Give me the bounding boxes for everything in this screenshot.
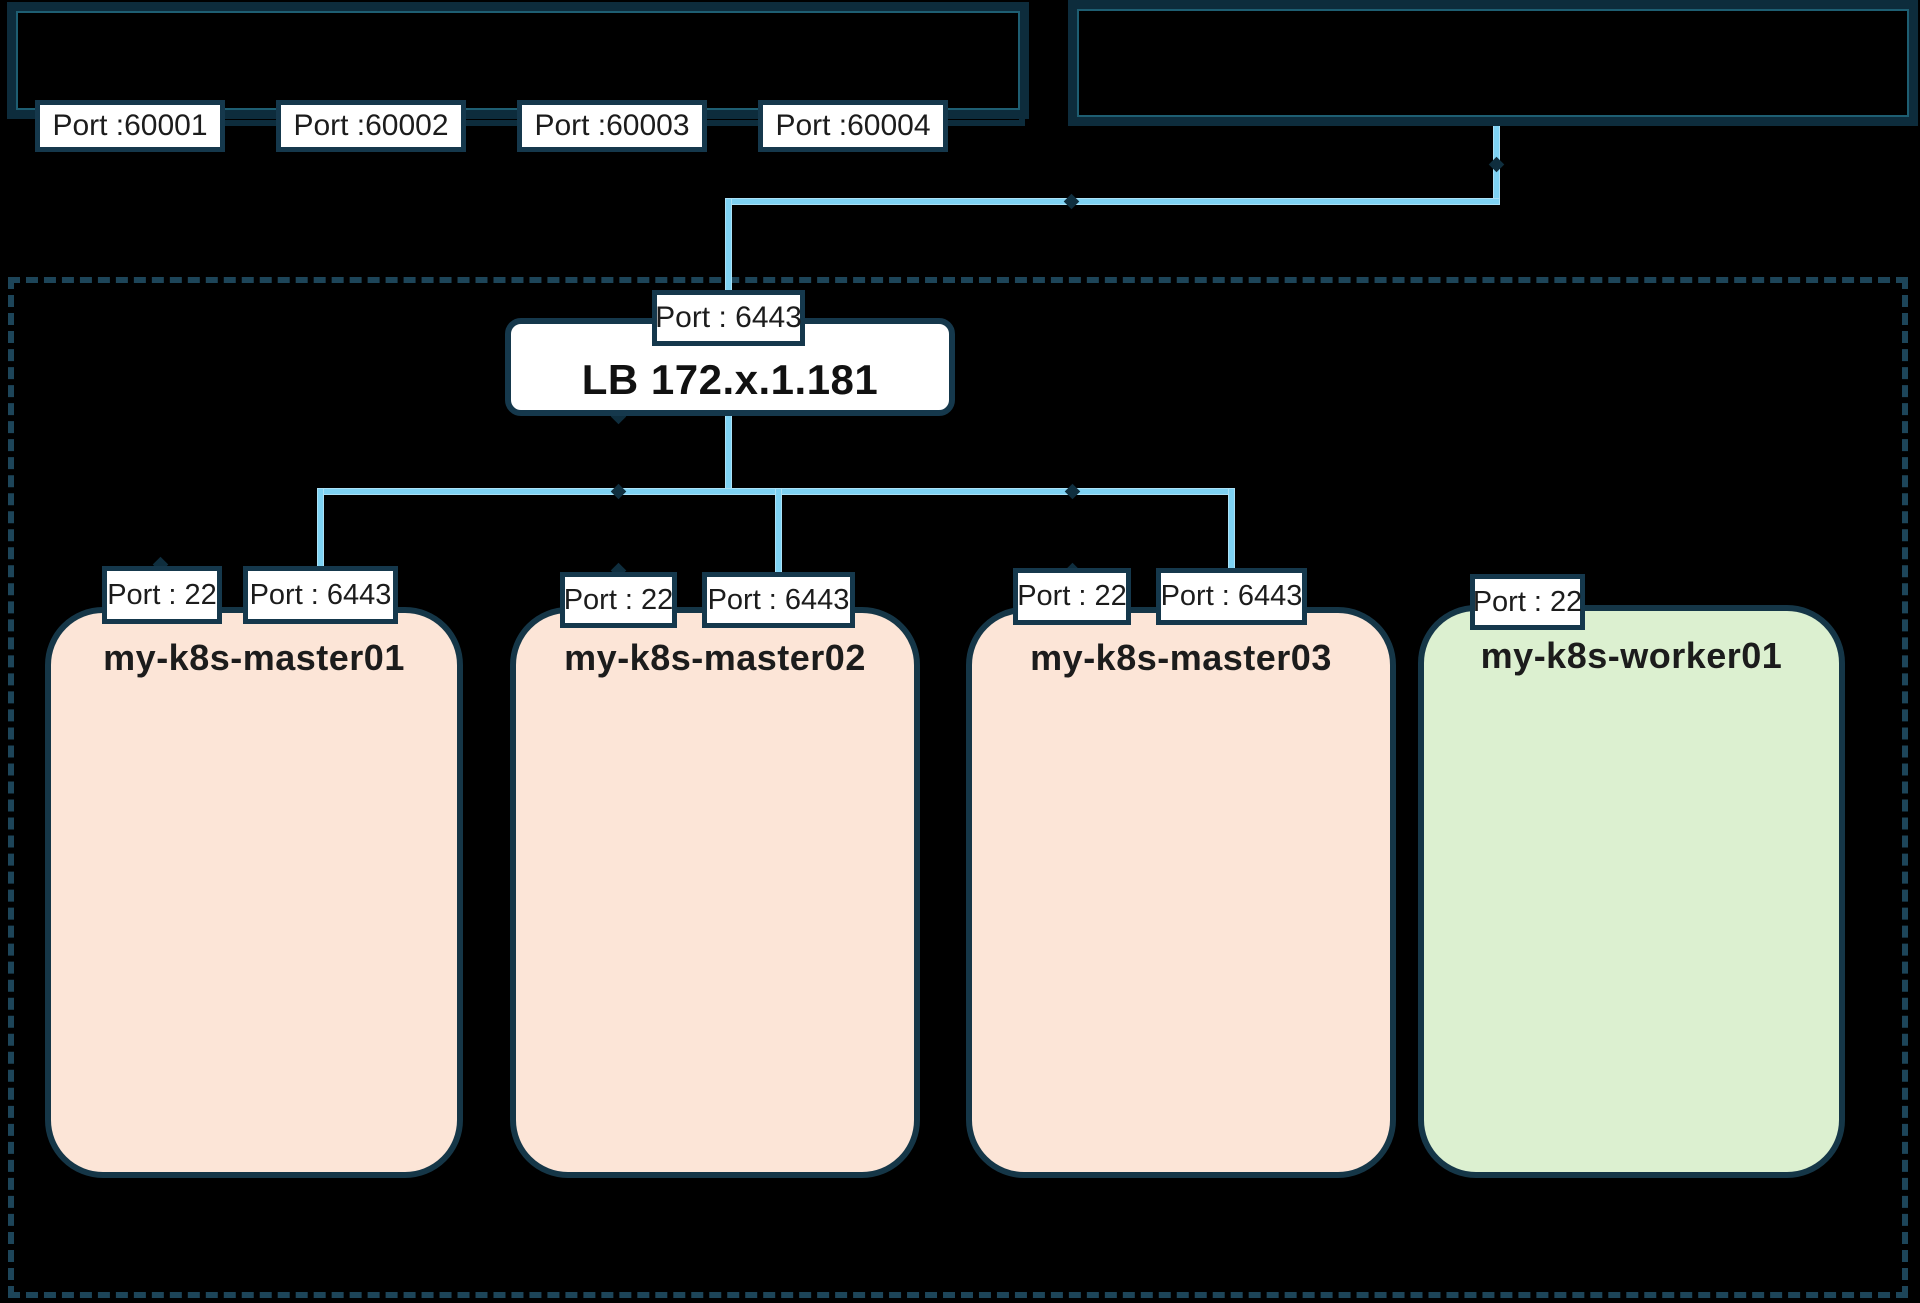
port-tag-60001: Port :60001	[35, 100, 225, 152]
lb-port-tag-label: Port : 6443	[655, 301, 802, 334]
port-tag-60004: Port :60004	[758, 100, 948, 152]
port-tag-60003-label: Port :60003	[534, 109, 690, 142]
node-worker01-port-22-label: Port : 22	[1472, 585, 1583, 618]
node-master03-box: my-k8s-master03	[966, 607, 1396, 1178]
connector-marker-2	[1488, 156, 1505, 173]
connector-master01-drop	[317, 488, 324, 573]
node-master02-label: my-k8s-master02	[564, 637, 866, 678]
port-tag-60002: Port :60002	[276, 100, 466, 152]
node-master01-label: my-k8s-master01	[103, 637, 405, 678]
node-master02-box: my-k8s-master02	[510, 607, 920, 1178]
node-worker01-box: my-k8s-worker01	[1418, 605, 1845, 1178]
connector-lb-down	[725, 415, 732, 495]
port-tag-60004-label: Port :60004	[775, 109, 931, 142]
node-master01-port-22-label: Port : 22	[107, 578, 217, 611]
node-worker01-port-22-tag: Port : 22	[1470, 574, 1585, 630]
external-box-right	[1068, 0, 1918, 126]
port-tag-60002-label: Port :60002	[293, 109, 449, 142]
connector-lb-port-drop	[725, 198, 732, 293]
node-master03-port-22-label: Port : 22	[1017, 580, 1127, 612]
node-master02-port-6443-tag: Port : 6443	[702, 572, 855, 628]
connector-master02-drop	[775, 488, 782, 578]
connector-top-horizontal	[725, 198, 1500, 205]
node-master03-port-6443-tag: Port : 6443	[1156, 568, 1307, 625]
port-tag-60003: Port :60003	[517, 100, 707, 152]
node-master01-port-22-tag: Port : 22	[102, 566, 222, 624]
node-master03-port-6443-label: Port : 6443	[1160, 580, 1303, 612]
connector-master03-drop	[1228, 488, 1235, 578]
node-master01-port-6443-tag: Port : 6443	[243, 566, 398, 624]
node-master01-box: my-k8s-master01	[45, 607, 463, 1178]
node-worker01-label: my-k8s-worker01	[1480, 635, 1783, 676]
lb-port-tag: Port : 6443	[652, 290, 805, 346]
node-master03-label: my-k8s-master03	[1030, 637, 1332, 678]
node-master02-port-6443-label: Port : 6443	[707, 583, 850, 616]
port-tag-60001-label: Port :60001	[52, 109, 208, 142]
node-master02-port-22-label: Port : 22	[563, 583, 674, 616]
node-master02-port-22-tag: Port : 22	[560, 572, 677, 628]
load-balancer-title: LB 172.x.1.181	[581, 356, 879, 403]
node-master01-port-6443-label: Port : 6443	[249, 578, 392, 611]
cluster-dashed-boundary	[8, 277, 1908, 1298]
node-master03-port-22-tag: Port : 22	[1013, 568, 1131, 625]
connector-marker-1	[1063, 193, 1080, 210]
